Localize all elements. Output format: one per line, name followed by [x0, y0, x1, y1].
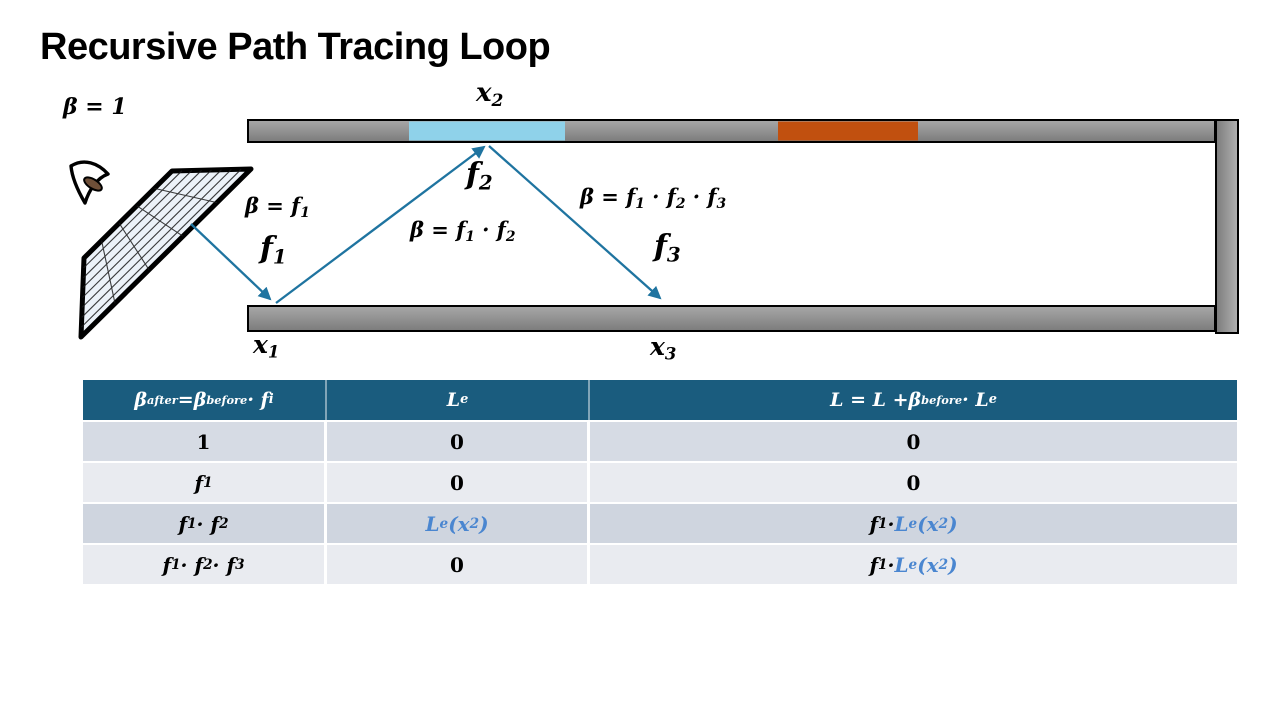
page-title: Recursive Path Tracing Loop: [40, 26, 551, 68]
label-beta-f1f2f3: β = f1 · f2 · f3: [580, 184, 727, 212]
table-cell-l: 0: [590, 463, 1237, 502]
ray-x2-to-x3: [488, 145, 662, 300]
orange-wall-segment: [778, 121, 918, 141]
ray-eye-to-x1: [190, 223, 272, 301]
light-source-segment: [409, 121, 565, 141]
table-cell-le: 0: [327, 422, 590, 461]
bottom-wall: [247, 305, 1216, 332]
diagram-canvas: [69, 119, 1239, 340]
label-f2: f2: [466, 157, 493, 195]
label-beta-initial: β = 1: [63, 94, 127, 120]
eye-icon: [69, 160, 110, 205]
label-f1: f1: [260, 231, 287, 269]
table-cell-le: 0: [327, 545, 590, 584]
table-cell-le: 0: [327, 463, 590, 502]
label-beta-f1f2: β = f1 · f2: [410, 217, 516, 245]
camera-image-plane-grid: [78, 166, 254, 340]
label-x1: x1: [253, 330, 280, 362]
table-cell-l: 0: [590, 422, 1237, 461]
table-cell-beta: 1: [83, 422, 327, 461]
path-tracing-diagram: β = 1 x2 β = f1 f2 β = f1 · f2 β = f1 · …: [63, 78, 1239, 364]
label-x3: x3: [650, 332, 677, 364]
label-f3: f3: [654, 229, 681, 267]
right-wall: [1215, 119, 1239, 334]
label-beta-f1: β = f1: [245, 193, 310, 221]
table-row: 1 0 0: [83, 422, 1237, 461]
top-wall: [247, 119, 1216, 143]
label-x2: x2: [476, 78, 504, 111]
ray-x1-to-x2: [275, 145, 486, 304]
